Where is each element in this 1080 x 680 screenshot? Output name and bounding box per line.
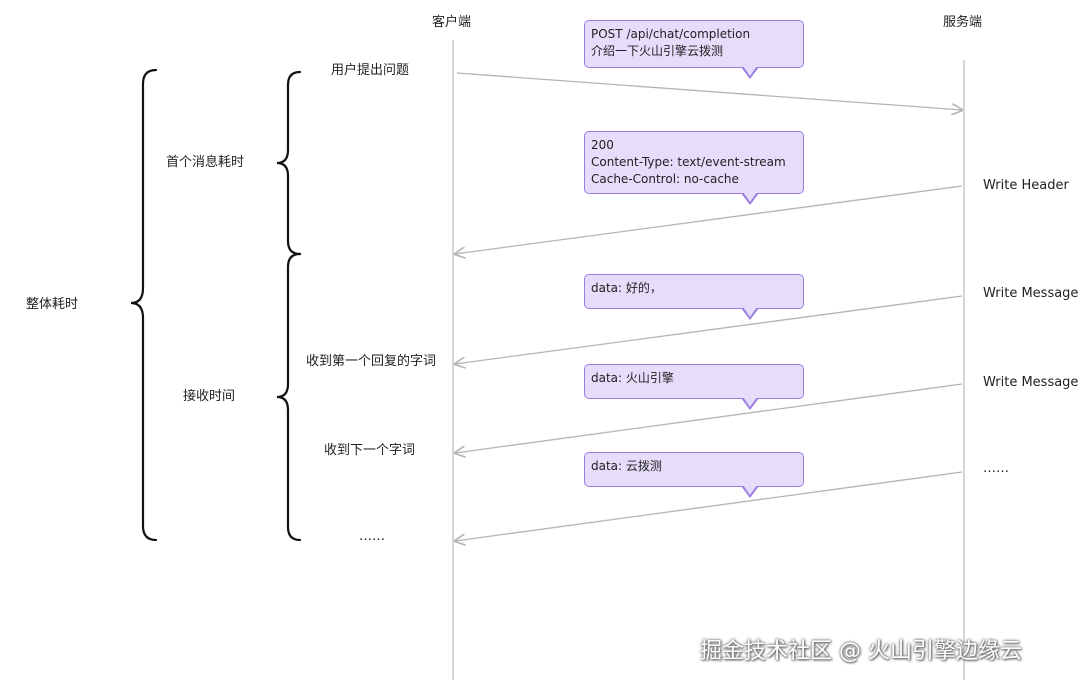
message2-bubble: data: 火山引擎 [584,364,804,399]
header-bubble-line: 200 [591,138,614,152]
message1-bubble-line: data: 好的， [591,281,662,295]
header-arrow [455,185,963,254]
request-bubble-line: POST /api/chat/completion [591,27,751,41]
client-event-first-word: 收到第一个回复的字词 [306,354,437,369]
server-event-ellipsis: …… [983,461,1009,476]
request-arrow [456,72,962,110]
server-participant-label: 服务端 [943,15,983,30]
watermark: 掘金技术社区 @ 火山引擎边缘云 [700,639,1022,664]
first-message-time-label: 首个消息耗时 [166,155,245,170]
client-event-ask: 用户提出问题 [331,63,410,78]
message3-bubble-line: data: 云拨测 [591,459,662,473]
total-time-label: 整体耗时 [26,297,79,312]
request-bubble-line: 介绍一下火山引擎云拨测 [591,44,724,58]
header-bubble: 200 Content-Type: text/event-stream Cach… [584,131,804,194]
client-event-next-word: 收到下一个字词 [324,443,416,458]
message3-bubble: data: 云拨测 [584,452,804,487]
receive-time-label: 接收时间 [183,389,236,404]
total-time-brace [130,68,158,542]
receive-time-brace [276,252,302,542]
first-message-brace [276,70,302,256]
server-event-write-header: Write Header [983,178,1069,193]
message2-bubble-line: data: 火山引擎 [591,371,674,385]
message1-bubble: data: 好的， [584,274,804,309]
server-event-write-message-2: Write Message [983,375,1079,390]
server-event-write-message-1: Write Message [983,286,1079,301]
client-event-ellipsis: …… [359,529,385,544]
client-participant-label: 客户端 [432,15,472,30]
message3-arrow [455,471,963,541]
header-bubble-line: Content-Type: text/event-stream [591,155,786,169]
header-bubble-line: Cache-Control: no-cache [591,172,739,186]
message2-arrow [455,383,963,453]
message1-arrow [455,295,963,364]
request-bubble: POST /api/chat/completion 介绍一下火山引擎云拨测 [584,20,804,68]
